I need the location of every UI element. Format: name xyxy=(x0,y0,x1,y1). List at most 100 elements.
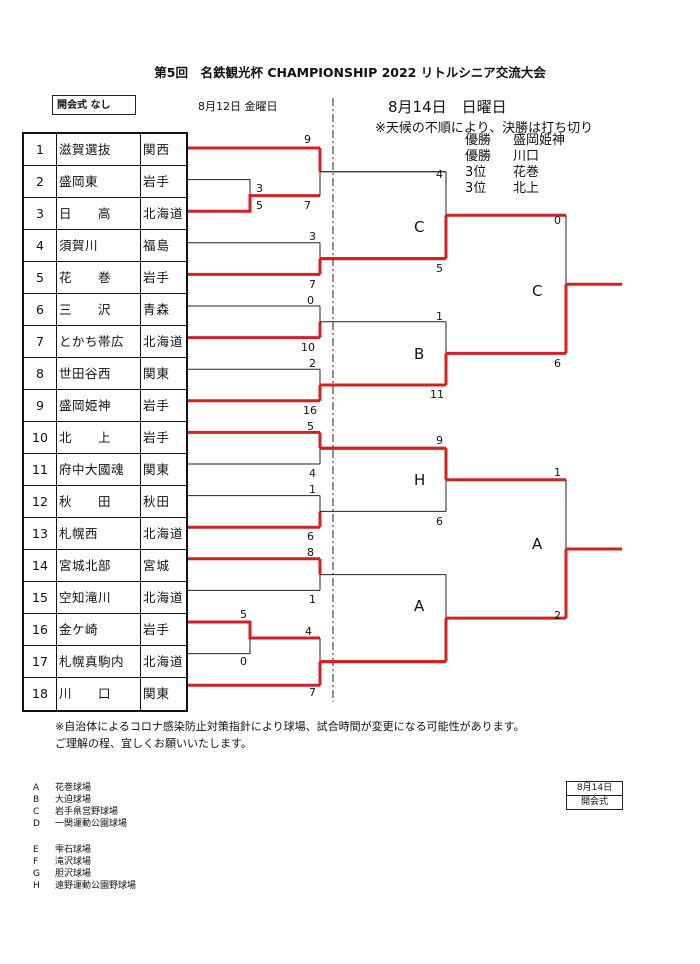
score: 3 xyxy=(256,182,263,195)
team-prefecture: 関東 xyxy=(143,686,171,701)
results-list: 優勝盛岡姫神 優勝川口 3位花巻 3位北上 xyxy=(465,133,565,197)
team-prefecture: 岩手 xyxy=(143,430,171,445)
result-row: 3位北上 xyxy=(465,181,540,196)
team-prefecture: 岩手 xyxy=(143,174,171,189)
team-prefecture: 関西 xyxy=(143,142,171,157)
winner-line xyxy=(188,194,320,213)
score: 9 xyxy=(304,133,311,146)
score: 6 xyxy=(436,515,443,528)
team-prefecture: 北海道 xyxy=(143,654,184,669)
team-name: 盛岡東 xyxy=(57,166,141,197)
score: 5 xyxy=(240,608,247,621)
bracket-line xyxy=(188,638,251,655)
team-name: 花 巻 xyxy=(57,262,141,293)
venue-label: B xyxy=(414,345,425,363)
score: 6 xyxy=(554,357,561,370)
team-name: 日 高 xyxy=(57,198,141,229)
score: 3 xyxy=(309,230,316,243)
team-name: 空知滝川 xyxy=(57,582,141,613)
team-prefecture: 関東 xyxy=(143,462,171,477)
team-number: 6 xyxy=(24,294,57,325)
date-day2: 8月14日 日曜日 xyxy=(388,98,507,116)
score: 4 xyxy=(309,467,316,480)
score: 9 xyxy=(436,434,443,447)
team-name: 宮城北部 xyxy=(57,550,141,581)
score: 5 xyxy=(307,420,314,433)
team-name: 金ケ崎 xyxy=(57,614,141,645)
score: 5 xyxy=(436,262,443,275)
team-prefecture: 岩手 xyxy=(143,398,171,413)
score: 11 xyxy=(430,388,444,401)
team-prefecture: 福島 xyxy=(143,238,171,253)
team-number: 14 xyxy=(24,550,57,581)
venue-label: H xyxy=(414,471,426,489)
team-prefecture: 北海道 xyxy=(143,206,184,221)
team-number: 18 xyxy=(24,678,57,710)
team-number: 7 xyxy=(24,326,57,357)
schedule-box: 8月14日 開会式 xyxy=(566,781,623,810)
team-number: 9 xyxy=(24,390,57,421)
team-name: 須賀川 xyxy=(57,230,141,261)
score: 5 xyxy=(256,199,263,212)
team-number: 3 xyxy=(24,198,57,229)
team-name: 秋 田 xyxy=(57,486,141,517)
score: 0 xyxy=(554,214,561,227)
team-number: 17 xyxy=(24,646,57,677)
team-number: 2 xyxy=(24,166,57,197)
team-name: 札幌西 xyxy=(57,518,141,549)
team-prefecture: 岩手 xyxy=(143,622,171,637)
opening-ceremony-box: 開会式 なし xyxy=(52,95,136,115)
score: 7 xyxy=(309,686,316,699)
page-title: 第5回 名鉄観光杯 CHAMPIONSHIP 2022 リトルシニア交流大会 xyxy=(154,65,546,80)
team-name: 北 上 xyxy=(57,422,141,453)
team-name: 三 沢 xyxy=(57,294,141,325)
team-prefecture: 岩手 xyxy=(143,270,171,285)
team-prefecture: 北海道 xyxy=(143,526,184,541)
team-name: とかち帯広 xyxy=(57,326,141,357)
venue-label: A xyxy=(414,597,425,615)
winner-line xyxy=(188,620,320,640)
team-number: 15 xyxy=(24,582,57,613)
score: 7 xyxy=(309,278,316,291)
footer-note: ※自治体によるコロナ感染防止対策指針により球場、試合時間が変更になる可能性があり… xyxy=(55,720,525,750)
team-number: 11 xyxy=(24,454,57,485)
team-name: 府中大國魂 xyxy=(57,454,141,485)
team-number: 4 xyxy=(24,230,57,261)
team-number: 10 xyxy=(24,422,57,453)
team-name: 盛岡姫神 xyxy=(57,390,141,421)
score: 7 xyxy=(304,199,311,212)
team-prefecture: 関東 xyxy=(143,366,171,381)
result-row: 優勝盛岡姫神 xyxy=(465,133,566,148)
weather-note: ※天候の不順により、決勝は打ち切り xyxy=(375,121,594,136)
result-row: 3位花巻 xyxy=(465,165,540,180)
score: 1 xyxy=(554,466,561,479)
score: 1 xyxy=(309,483,316,496)
team-prefecture: 北海道 xyxy=(143,334,184,349)
date-day1: 8月12日 金曜日 xyxy=(198,100,278,113)
team-name: 川 口 xyxy=(57,678,141,710)
team-number: 1 xyxy=(24,134,57,165)
team-prefecture: 宮城 xyxy=(143,558,171,573)
team-number: 13 xyxy=(24,518,57,549)
score: 0 xyxy=(240,655,247,668)
team-number: 8 xyxy=(24,358,57,389)
